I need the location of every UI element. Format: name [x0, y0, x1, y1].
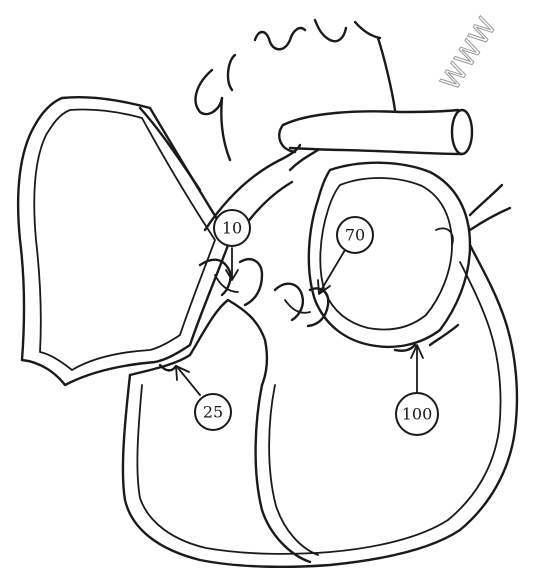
arrow-aortic	[320, 250, 345, 292]
arrows	[176, 248, 423, 395]
label-tricuspid-valve: 25	[195, 394, 231, 430]
label-mitral-valve: 100	[396, 393, 438, 435]
label-value: 70	[345, 226, 365, 245]
label-aortic-valve: 70	[337, 217, 373, 253]
label-value: 10	[222, 219, 242, 238]
aorta	[279, 110, 472, 154]
left-atrium	[309, 163, 510, 347]
watermark-text: WWW	[435, 12, 503, 96]
label-pulmonary-valve: 10	[214, 210, 250, 246]
aortic-arch-branches	[196, 20, 395, 160]
label-value: 25	[203, 403, 223, 422]
label-value: 100	[402, 405, 433, 424]
